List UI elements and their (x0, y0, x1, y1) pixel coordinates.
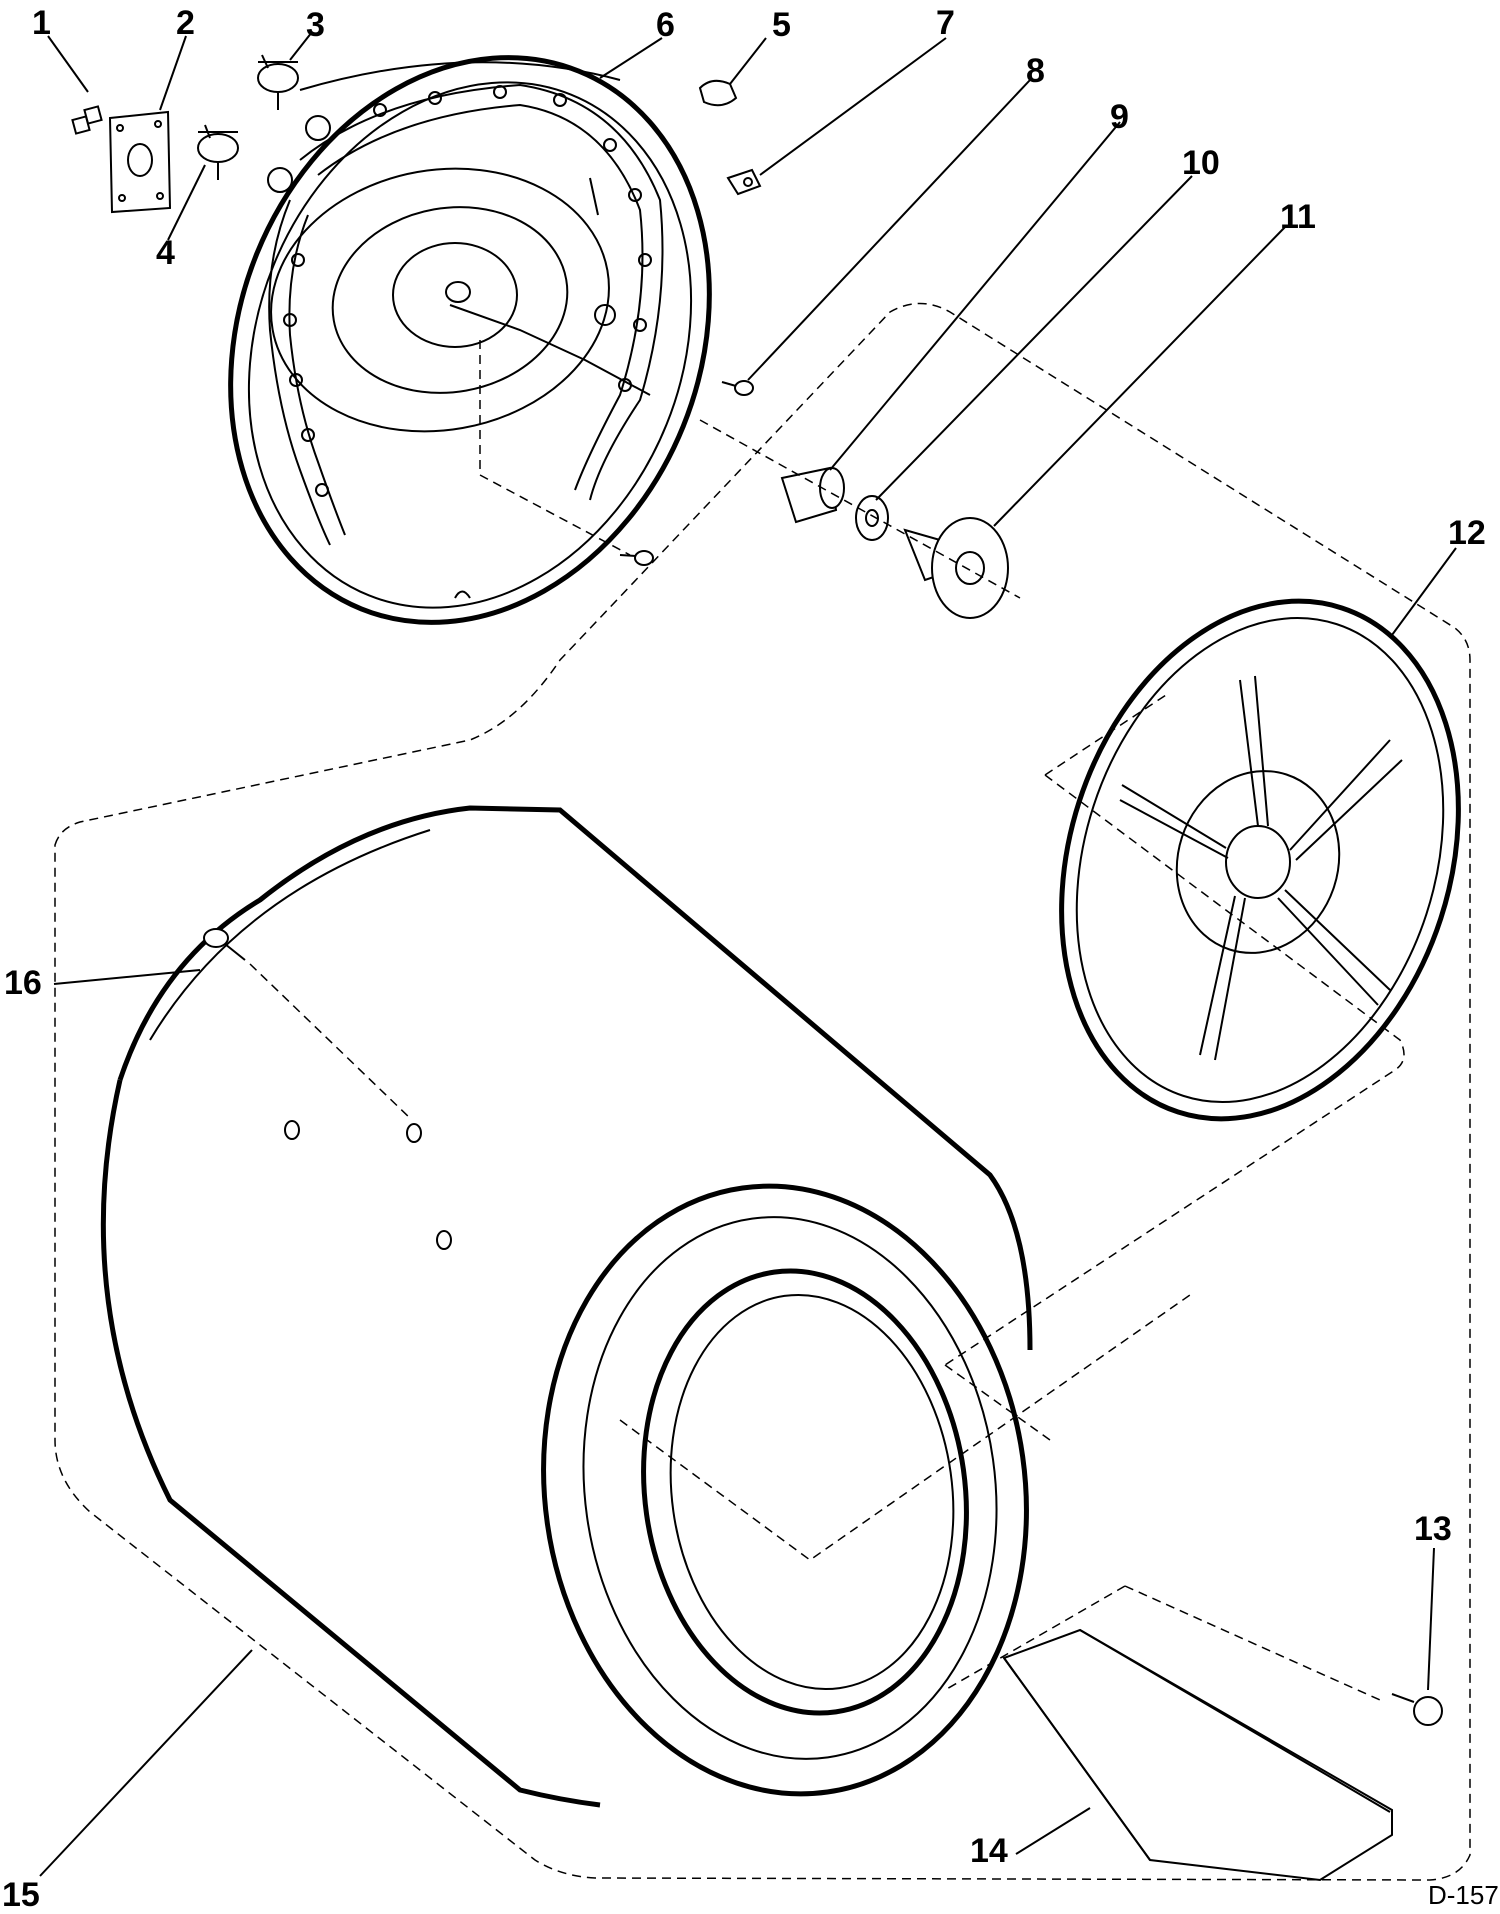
callout-9: 9 (1110, 98, 1129, 136)
part-11-shaft-hub (903, 517, 1009, 619)
callout-12: 12 (1448, 514, 1486, 552)
rear-bulkhead-heater (228, 55, 712, 625)
callout-13: 13 (1414, 1510, 1452, 1548)
drawing-code: D-157 (1428, 1880, 1499, 1910)
callout-10: 10 (1182, 144, 1220, 182)
callout-16: 16 (4, 964, 42, 1002)
bulkhead-screw-dashed-lead (479, 340, 631, 556)
callout-4: 4 (156, 234, 175, 272)
part-3-thermostat (257, 54, 299, 110)
part-13-screw (1391, 1693, 1443, 1726)
shaft-centerline (699, 419, 1021, 599)
part-15-drum (100, 805, 1033, 1808)
part-4-thermostat (197, 124, 239, 180)
part-9-bearing (780, 466, 845, 524)
callout-6: 6 (656, 6, 675, 44)
callout-1: 1 (32, 4, 51, 42)
part-7-terminal-clip (726, 168, 762, 196)
part-5-clip (698, 79, 738, 107)
part-14-drum-glide (1002, 1628, 1393, 1882)
callout-3: 3 (306, 6, 325, 44)
part-10-washer (855, 495, 889, 541)
callout-15: 15 (2, 1876, 40, 1914)
callout-5: 5 (772, 6, 791, 44)
part-8-screw (721, 380, 754, 396)
bulkhead-bottom-screw (619, 550, 654, 566)
part-16-screw (203, 928, 413, 1121)
drum-back-dashed-guide (944, 694, 1405, 1441)
part-12-drum-back (1059, 598, 1461, 1122)
part-2-cover-plate (108, 110, 172, 214)
callout-14: 14 (970, 1832, 1008, 1870)
heater-coil-marks (283, 85, 652, 497)
part-1-clips (71, 105, 103, 135)
leader-lines (39, 31, 1457, 1877)
callout-labels: 1 2 3 4 5 6 7 8 9 10 11 12 13 14 15 16 D… (2, 4, 1499, 1914)
callout-8: 8 (1026, 52, 1045, 90)
drum-interior-dashed-guide (619, 1294, 1191, 1561)
glide-dashed-guide (944, 1585, 1381, 1701)
callout-2: 2 (176, 4, 195, 42)
callout-7: 7 (936, 4, 955, 42)
callout-11: 11 (1280, 198, 1316, 236)
drum-assembly-dashed-outline (54, 302, 1471, 1881)
